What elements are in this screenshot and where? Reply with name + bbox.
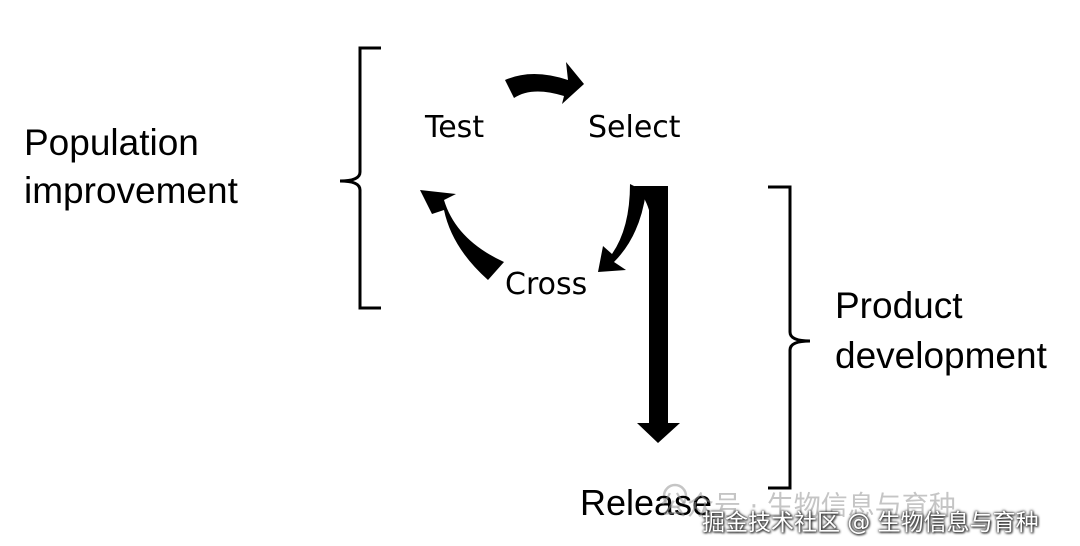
product-development-label-line2: development [835,335,1047,376]
select-to-release-arrow [634,186,680,443]
select-node: Select [588,110,681,145]
test-node: Test [425,110,485,145]
population-bracket [339,46,381,310]
population-improvement-label-line2: improvement [24,170,238,211]
product-bracket [768,185,811,490]
watermark-text: 掘金技术社区 @ 生物信息与育种 [702,510,1039,536]
watermark-faint-text: 公众号 · 生物信息与育种 [660,491,956,522]
cross-node: Cross [505,267,588,302]
test-to-select-arrow [505,62,584,104]
cross-to-test-arrow [420,190,504,280]
select-to-cross-arrow [598,184,646,272]
release-node: Release [580,482,713,523]
watermark-badge-icon [662,483,688,509]
product-development-label-line1: Product [835,285,963,326]
population-improvement-label-line1: Population [24,122,199,163]
